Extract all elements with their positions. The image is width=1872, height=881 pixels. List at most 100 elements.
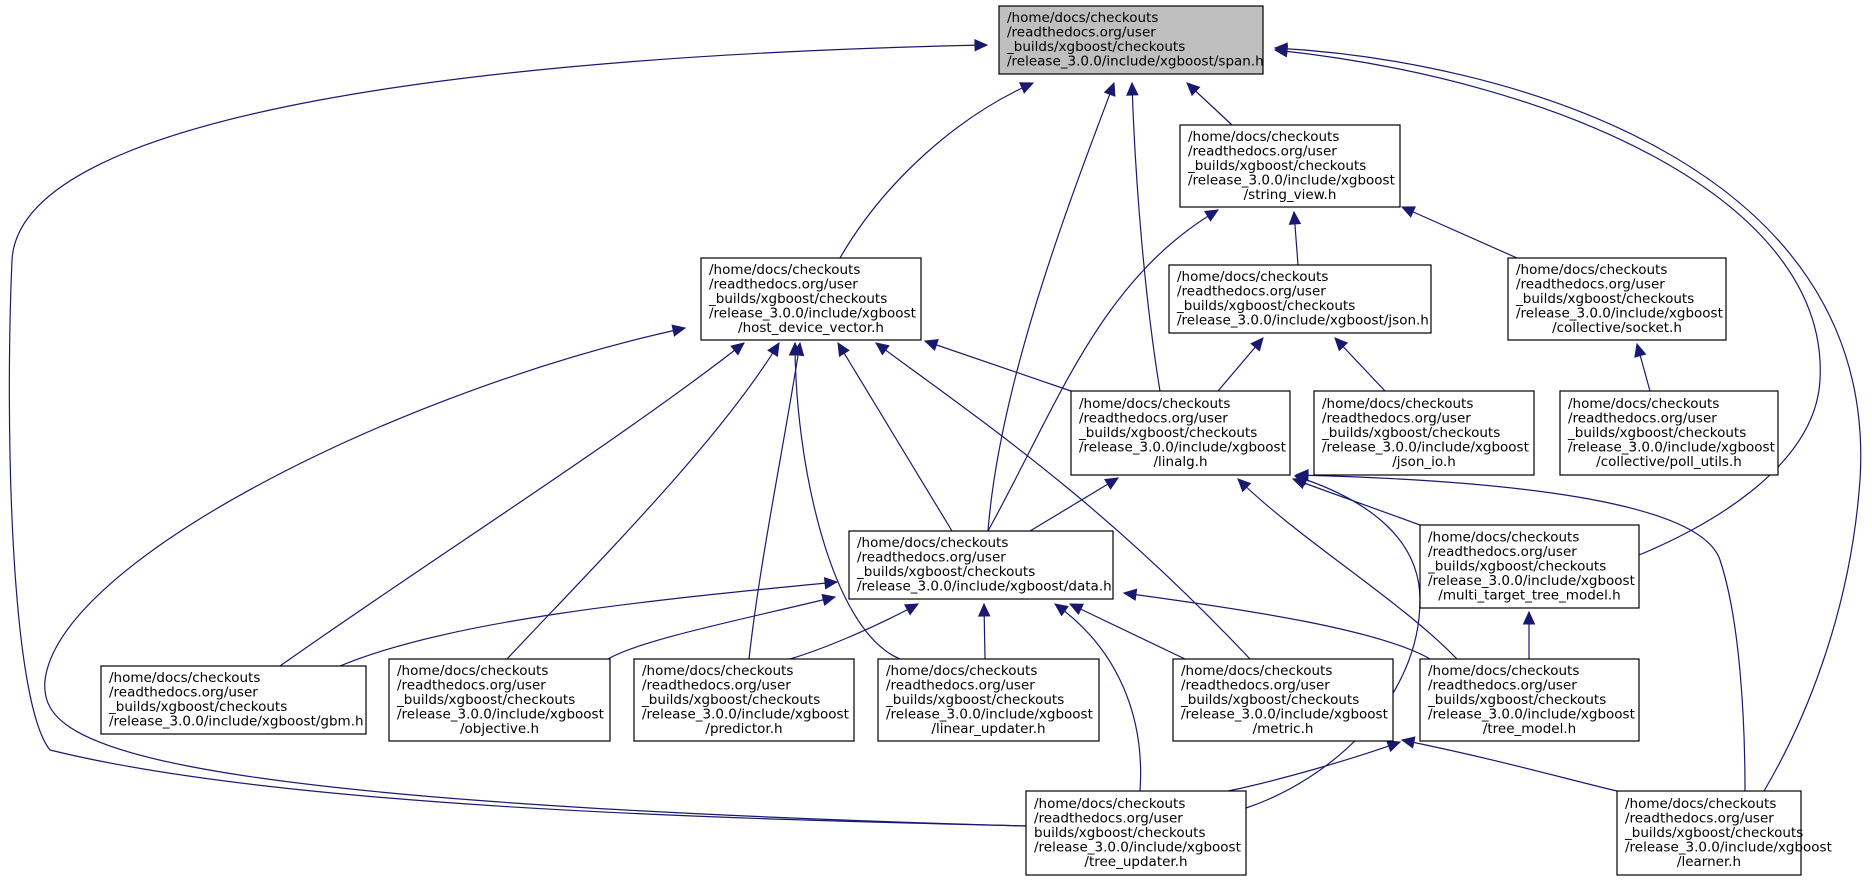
node-label-line: /release_3.0.0/include/xgboost [642, 706, 849, 722]
node-label-line: _builds/xgboost/checkouts [1427, 558, 1606, 574]
edge-data-to-tree_updater [1054, 603, 1142, 792]
node-linalg[interactable]: /home/docs/checkouts/readthedocs.org/use… [1070, 390, 1291, 476]
edge-line [1123, 592, 1431, 660]
node-json[interactable]: /home/docs/checkouts/readthedocs.org/use… [1168, 264, 1432, 334]
edge-span-to-linalg [1126, 81, 1161, 392]
node-box[interactable] [1419, 658, 1640, 742]
edge-span-to-tree_updater [8, 38, 1027, 827]
node-label-line: _builds/xgboost/checkouts [1567, 425, 1746, 441]
node-label-line: _builds/xgboost/checkouts [1187, 158, 1366, 174]
edge-linalg-to-learner [1294, 469, 1746, 792]
arrow-head-icon [1386, 740, 1402, 753]
node-box[interactable] [633, 658, 855, 742]
node-tree-updater[interactable]: /home/docs/checkouts/readthedocs.org/use… [1025, 790, 1247, 876]
node-label-line: _builds/xgboost/checkouts [396, 692, 575, 708]
node-linear-updater[interactable]: /home/docs/checkouts/readthedocs.org/use… [877, 658, 1100, 742]
node-box[interactable] [1070, 390, 1291, 476]
node-label-line: /home/docs/checkouts [642, 663, 793, 679]
node-label-line: /release_3.0.0/include/xgboost/data.h [857, 579, 1112, 595]
node-box[interactable] [700, 257, 922, 341]
node-box[interactable] [877, 658, 1100, 742]
edge-line [1069, 603, 1186, 660]
node-string-view[interactable]: /home/docs/checkouts/readthedocs.org/use… [1179, 124, 1401, 208]
node-learner[interactable]: /home/docs/checkouts/readthedocs.org/use… [1616, 790, 1832, 876]
node-box[interactable] [1179, 124, 1401, 208]
edge-data-to-linear_updater [977, 602, 991, 660]
node-objective[interactable]: /home/docs/checkouts/readthedocs.org/use… [388, 658, 611, 742]
node-box[interactable] [998, 5, 1264, 75]
edge-hdv-to-gbm [279, 342, 745, 667]
node-hdv[interactable]: /home/docs/checkouts/readthedocs.org/use… [700, 257, 922, 341]
edge-span-to-learner [1273, 42, 1862, 792]
node-label-line: /host_device_vector.h [738, 320, 884, 336]
edge-hdv-to-data [837, 341, 953, 532]
node-label-line: /readthedocs.org/user [1428, 544, 1577, 560]
edge-mttm-to-tree_model [1522, 610, 1536, 659]
arrow-head-icon [1068, 603, 1084, 616]
node-metric[interactable]: /home/docs/checkouts/readthedocs.org/use… [1172, 658, 1394, 742]
edge-hdv-to-linear_updater [788, 341, 901, 660]
node-label-line: /release_3.0.0/include/xgboost [886, 706, 1093, 722]
edge-line [875, 342, 1251, 660]
node-box[interactable] [1419, 524, 1640, 609]
arrow-head-icon [837, 341, 850, 357]
arrow-head-icon [1186, 82, 1201, 97]
edge-linalg-to-mttm [1291, 477, 1421, 526]
node-label-line: _builds/xgboost/checkouts [1427, 692, 1606, 708]
node-tree-model[interactable]: /home/docs/checkouts/readthedocs.org/use… [1419, 658, 1640, 742]
node-label-line: /release_3.0.0/include/xgboost [1516, 305, 1723, 321]
node-box[interactable] [1507, 257, 1727, 341]
node-label-line: /learner.h [1677, 854, 1741, 870]
arrow-head-icon [1237, 478, 1252, 493]
node-label-line: /readthedocs.org/user [1568, 410, 1717, 426]
arrow-head-icon [1126, 81, 1139, 96]
arrow-head-icon [671, 324, 687, 337]
node-box[interactable] [1559, 390, 1779, 476]
arrow-head-icon [1334, 337, 1349, 352]
node-box[interactable] [1313, 390, 1535, 476]
edge-line [1131, 82, 1161, 392]
node-box[interactable] [1616, 790, 1802, 876]
node-label-line: /release_3.0.0/include/xgboost/json.h [1177, 313, 1429, 329]
node-span[interactable]: /home/docs/checkouts/readthedocs.org/use… [998, 5, 1264, 75]
node-socket[interactable]: /home/docs/checkouts/readthedocs.org/use… [1507, 257, 1727, 341]
node-poll-utils[interactable]: /home/docs/checkouts/readthedocs.org/use… [1559, 390, 1779, 476]
node-box[interactable] [388, 658, 611, 742]
node-label-line: /metric.h [1253, 721, 1314, 737]
node-label-line: _builds/xgboost/checkouts [1078, 425, 1257, 441]
edges-layer [8, 38, 1862, 827]
node-label-line: /readthedocs.org/user [1034, 810, 1183, 826]
node-box[interactable] [1168, 264, 1432, 334]
node-label-line: /readthedocs.org/user [1625, 810, 1774, 826]
arrow-head-icon [1019, 82, 1035, 94]
arrow-head-icon [1273, 42, 1288, 55]
node-label-line: _builds/xgboost/checkouts [1180, 692, 1359, 708]
node-label-line: /release_3.0.0/include/xgboost/span.h [1007, 54, 1264, 70]
node-box[interactable] [1172, 658, 1394, 742]
edge-line [8, 44, 1027, 827]
node-json-io[interactable]: /home/docs/checkouts/readthedocs.org/use… [1313, 390, 1535, 476]
node-label-line: /readthedocs.org/user [1177, 284, 1326, 300]
node-label-line: /release_3.0.0/include/xgboost [1034, 839, 1241, 855]
node-label-line: /release_3.0.0/include/xgboost [1428, 573, 1635, 589]
node-box[interactable] [1025, 790, 1247, 876]
node-label-line: /home/docs/checkouts [1007, 10, 1158, 26]
edge-line [1274, 47, 1862, 792]
node-predictor[interactable]: /home/docs/checkouts/readthedocs.org/use… [633, 658, 855, 742]
node-label-line: /readthedocs.org/user [642, 677, 791, 693]
node-label-line: /release_3.0.0/include/xgboost [709, 305, 916, 321]
node-label-line: /home/docs/checkouts [1516, 262, 1667, 278]
arrow-head-icon [730, 342, 745, 356]
node-mttm[interactable]: /home/docs/checkouts/readthedocs.org/use… [1419, 524, 1640, 609]
node-label-line: /readthedocs.org/user [109, 685, 258, 701]
edge-hdv-to-predictor [748, 341, 805, 660]
node-label-line: /home/docs/checkouts [709, 262, 860, 278]
node-label-line: _builds/xgboost/checkouts [1515, 291, 1694, 307]
node-label-line: /release_3.0.0/include/xgboost/gbm.h [109, 714, 364, 730]
node-data[interactable]: /home/docs/checkouts/readthedocs.org/use… [848, 530, 1114, 600]
edge-line [839, 82, 1034, 259]
node-gbm[interactable]: /home/docs/checkouts/readthedocs.org/use… [100, 665, 367, 735]
node-box[interactable] [100, 665, 367, 735]
node-label-line: /home/docs/checkouts [1568, 396, 1719, 412]
node-box[interactable] [848, 530, 1114, 600]
